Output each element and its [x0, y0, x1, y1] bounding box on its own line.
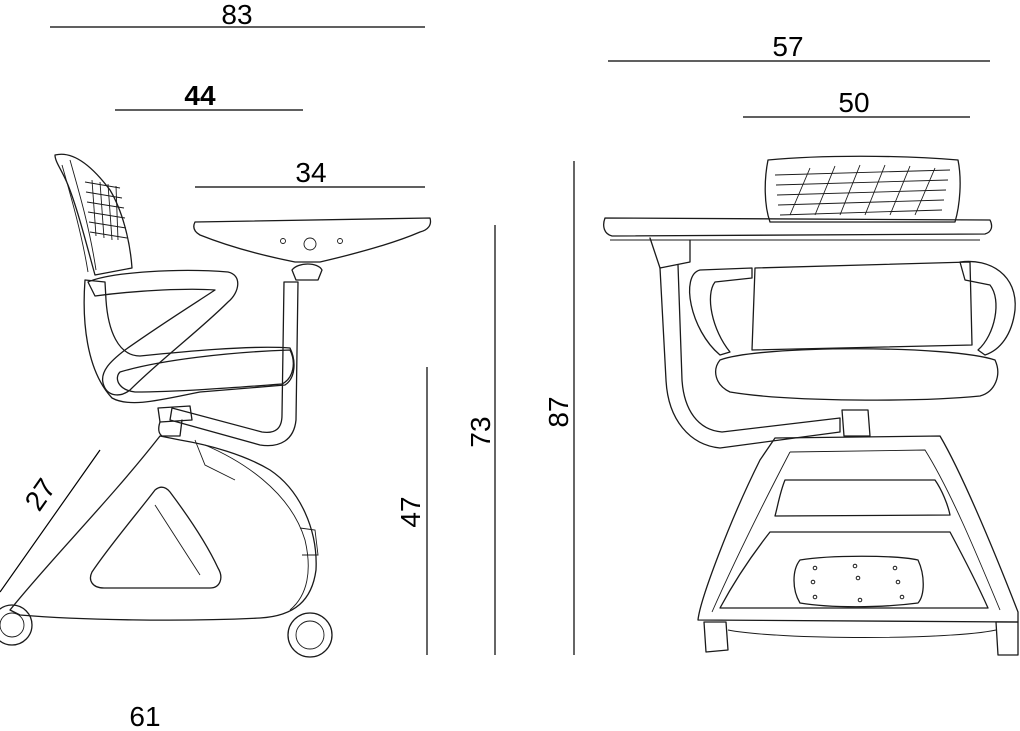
label-overall-depth: 83: [221, 0, 252, 30]
dimension-lines: [0, 26, 990, 655]
side-base: [9, 435, 317, 621]
label-base-depth: 61: [129, 701, 160, 731]
front-view-chair: [603, 155, 1019, 656]
front-left-wheel: [703, 621, 729, 653]
side-backrest-mesh: [84, 179, 128, 241]
front-tablet: [603, 217, 993, 237]
front-right-wheel: [995, 621, 1019, 656]
front-vent-holes: [810, 563, 905, 603]
front-base: [697, 435, 1019, 623]
front-vent-panel: [793, 555, 924, 608]
label-arm-diagonal: 27: [19, 473, 62, 516]
front-right-armrest: [959, 260, 1016, 356]
side-tablet: [193, 217, 432, 263]
front-backrest: [764, 155, 961, 223]
front-tablet-arm: [659, 264, 841, 449]
side-armrest: [87, 269, 239, 396]
label-seat-width: 50: [838, 87, 869, 118]
label-tablet-depth: 34: [295, 157, 326, 188]
front-seat-cushion: [715, 348, 999, 401]
label-seat-height: 47: [395, 496, 426, 527]
label-tablet-height: 73: [465, 416, 496, 447]
side-view-chair: [0, 153, 432, 658]
front-left-armrest: [688, 267, 753, 356]
side-rear-wheel: [0, 604, 33, 646]
label-overall-width: 57: [772, 31, 803, 62]
side-tablet-arm: [169, 281, 299, 447]
dim-line-arm-diagonal: [0, 449, 101, 593]
side-seat-cushion: [116, 349, 294, 393]
label-overall-height: 87: [543, 396, 574, 427]
front-backrest-mesh: [774, 164, 951, 216]
label-seat-depth: 44: [184, 80, 216, 111]
side-front-wheel: [287, 612, 333, 658]
side-backrest: [54, 153, 133, 276]
side-seat-shell: [83, 279, 295, 404]
